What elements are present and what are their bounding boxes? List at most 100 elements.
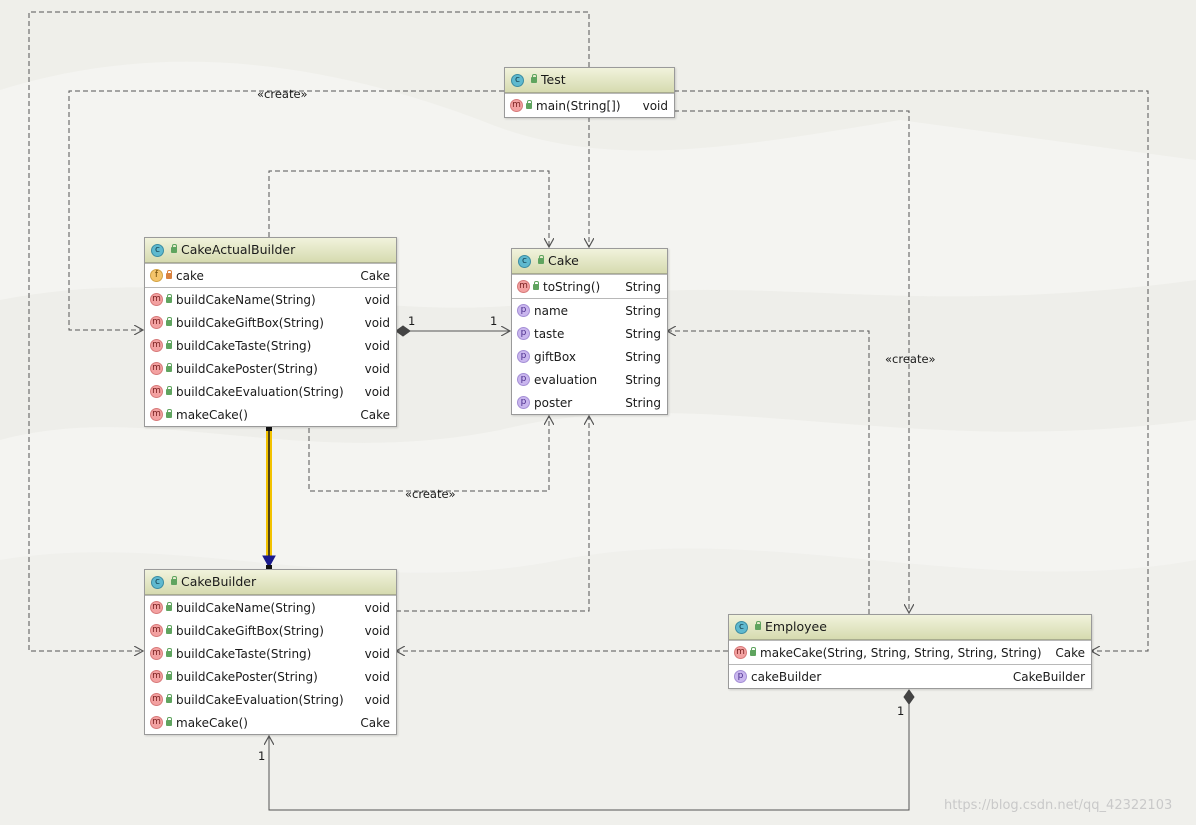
class-cakeactualbuilder-header[interactable]: c CakeActualBuilder xyxy=(145,238,396,263)
member-type: String xyxy=(625,349,661,364)
property-row[interactable]: p taste String xyxy=(512,322,667,345)
method-icon: m xyxy=(150,647,163,660)
class-icon: c xyxy=(151,243,164,257)
property-icon: p xyxy=(517,350,530,363)
method-icon: m xyxy=(150,601,163,614)
method-row[interactable]: m buildCakeName(String) void xyxy=(145,288,396,311)
method-icon: m xyxy=(150,408,163,421)
unlock-icon xyxy=(538,255,544,264)
unlock-icon xyxy=(166,624,172,634)
method-icon: m xyxy=(150,670,163,683)
unlock-icon xyxy=(166,670,172,680)
method-row[interactable]: m makeCake() Cake xyxy=(145,711,396,734)
method-row[interactable]: m buildCakePoster(String) void xyxy=(145,665,396,688)
class-employee[interactable]: c Employee m makeCake(String, String, St… xyxy=(728,614,1092,689)
member-type: String xyxy=(625,279,661,294)
method-row[interactable]: m buildCakeEvaluation(String) void xyxy=(145,380,396,403)
class-test-title: Test xyxy=(541,72,566,87)
member-name: giftBox xyxy=(534,349,576,364)
member-type: void xyxy=(364,623,390,638)
class-employee-title: Employee xyxy=(765,619,827,634)
method-icon: m xyxy=(150,339,163,352)
unlock-icon xyxy=(166,408,172,418)
class-test[interactable]: c Test m main(String[]) void xyxy=(504,67,675,118)
class-cakeactualbuilder-title: CakeActualBuilder xyxy=(181,242,296,257)
interface-icon: c xyxy=(151,575,164,589)
member-name: makeCake(String, String, String, String,… xyxy=(760,645,1042,660)
method-row[interactable]: m buildCakeEvaluation(String) void xyxy=(145,688,396,711)
member-type: void xyxy=(364,361,390,376)
member-type: void xyxy=(642,98,668,113)
member-type: void xyxy=(364,384,390,399)
field-row[interactable]: f cake Cake xyxy=(145,264,396,287)
property-row[interactable]: p evaluation String xyxy=(512,368,667,391)
unlock-icon xyxy=(166,362,172,372)
member-name: makeCake() xyxy=(176,715,248,730)
property-row[interactable]: p cakeBuilder CakeBuilder xyxy=(729,665,1091,688)
member-name: buildCakeGiftBox(String) xyxy=(176,315,324,330)
class-icon: c xyxy=(511,73,524,87)
method-row[interactable]: m buildCakeName(String) void xyxy=(145,596,396,619)
method-row[interactable]: m toString() String xyxy=(512,275,667,298)
method-row[interactable]: m buildCakeTaste(String) void xyxy=(145,642,396,665)
class-cake[interactable]: c Cake m toString() String p name String… xyxy=(511,248,668,415)
member-name: buildCakePoster(String) xyxy=(176,361,318,376)
member-type: CakeBuilder xyxy=(1012,669,1085,684)
class-cakeactualbuilder[interactable]: c CakeActualBuilder f cake Cake m buildC… xyxy=(144,237,397,427)
method-icon: m xyxy=(150,362,163,375)
class-test-header[interactable]: c Test xyxy=(505,68,674,93)
member-name: main(String[]) xyxy=(536,98,621,113)
unlock-icon xyxy=(171,576,177,585)
method-row[interactable]: m buildCakePoster(String) void xyxy=(145,357,396,380)
unlock-icon xyxy=(166,601,172,611)
member-name: buildCakeEvaluation(String) xyxy=(176,384,344,399)
method-row[interactable]: m buildCakeGiftBox(String) void xyxy=(145,311,396,334)
member-type: void xyxy=(364,315,390,330)
class-cakebuilder[interactable]: c CakeBuilder m buildCakeName(String) vo… xyxy=(144,569,397,735)
member-type: void xyxy=(364,338,390,353)
class-test-methods: m main(String[]) void xyxy=(505,93,674,117)
class-icon: c xyxy=(735,620,748,634)
property-row[interactable]: p giftBox String xyxy=(512,345,667,368)
member-type: String xyxy=(625,326,661,341)
unlock-icon xyxy=(533,280,539,290)
member-type: String xyxy=(625,395,661,410)
class-cake-properties: p name String p taste String p giftBox S… xyxy=(512,298,667,414)
member-type: void xyxy=(364,292,390,307)
property-row[interactable]: p poster String xyxy=(512,391,667,414)
method-icon: m xyxy=(517,280,530,293)
member-type: void xyxy=(364,669,390,684)
unlock-icon xyxy=(531,74,537,83)
property-icon: p xyxy=(517,396,530,409)
multiplicity-employee-builder-source: 1 xyxy=(897,704,905,718)
class-cake-methods: m toString() String xyxy=(512,274,667,298)
member-name: buildCakeTaste(String) xyxy=(176,646,312,661)
property-row[interactable]: p name String xyxy=(512,299,667,322)
class-icon: c xyxy=(518,254,531,268)
member-name: evaluation xyxy=(534,372,598,387)
lock-icon xyxy=(166,269,172,279)
class-cake-header[interactable]: c Cake xyxy=(512,249,667,274)
class-cakeactualbuilder-methods: m buildCakeName(String) void m buildCake… xyxy=(145,287,396,426)
method-row[interactable]: m buildCakeTaste(String) void xyxy=(145,334,396,357)
member-type: void xyxy=(364,692,390,707)
create-label-right: «create» xyxy=(885,352,936,366)
unlock-icon xyxy=(750,646,756,656)
method-row[interactable]: m makeCake(String, String, String, Strin… xyxy=(729,641,1091,664)
class-cake-title: Cake xyxy=(548,253,579,268)
class-cakebuilder-header[interactable]: c CakeBuilder xyxy=(145,570,396,595)
unlock-icon xyxy=(166,693,172,703)
method-icon: m xyxy=(734,646,747,659)
class-cakebuilder-title: CakeBuilder xyxy=(181,574,257,589)
method-row[interactable]: m buildCakeGiftBox(String) void xyxy=(145,619,396,642)
property-icon: p xyxy=(517,304,530,317)
method-row[interactable]: m main(String[]) void xyxy=(505,94,674,117)
member-name: buildCakePoster(String) xyxy=(176,669,318,684)
class-employee-properties: p cakeBuilder CakeBuilder xyxy=(729,664,1091,688)
unlock-icon xyxy=(166,339,172,349)
unlock-icon xyxy=(166,647,172,657)
property-icon: p xyxy=(517,327,530,340)
method-row[interactable]: m makeCake() Cake xyxy=(145,403,396,426)
member-type: Cake xyxy=(360,407,390,422)
class-employee-header[interactable]: c Employee xyxy=(729,615,1091,640)
